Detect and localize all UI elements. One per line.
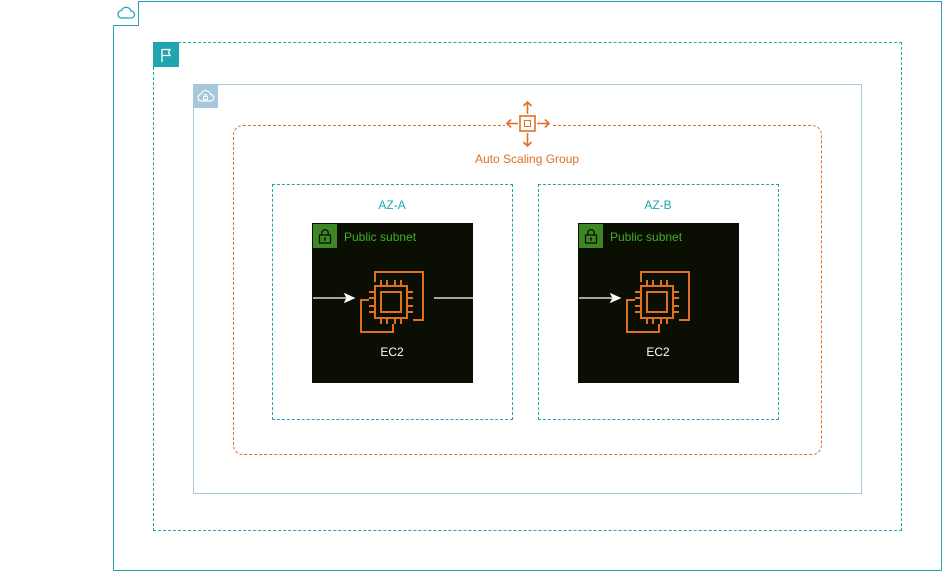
- arrowhead-ec2-a: [343, 292, 356, 304]
- ec2-a-label: EC2: [380, 345, 404, 359]
- aws-cloud-icon: [113, 1, 139, 26]
- padlock-icon: [313, 224, 337, 248]
- public-subnet-a: [312, 223, 473, 383]
- subnet-b-label: Public subnet: [610, 230, 683, 244]
- padlock-icon: [579, 224, 603, 248]
- az-b-label: AZ-B: [644, 198, 672, 212]
- ec2-chip-icon: [625, 270, 691, 334]
- availability-zone-a: [272, 184, 513, 420]
- vpc-group: [193, 84, 862, 494]
- ec2-b-label: EC2: [646, 345, 670, 359]
- region-flag-icon: [153, 42, 179, 67]
- az-a-label: AZ-A: [378, 198, 406, 212]
- subnet-a-label: Public subnet: [344, 230, 417, 244]
- vpc-cloud-lock-icon: [193, 84, 218, 108]
- aws-cloud-group: [113, 1, 942, 571]
- public-subnet-b: [578, 223, 739, 383]
- auto-scaling-group-label: Auto Scaling Group: [475, 152, 580, 166]
- arrowhead-ec2-b: [609, 292, 622, 304]
- ec2-chip-icon: [359, 270, 425, 334]
- auto-scaling-icon: [505, 100, 551, 148]
- region-group: [153, 42, 902, 531]
- availability-zone-b: [538, 184, 779, 420]
